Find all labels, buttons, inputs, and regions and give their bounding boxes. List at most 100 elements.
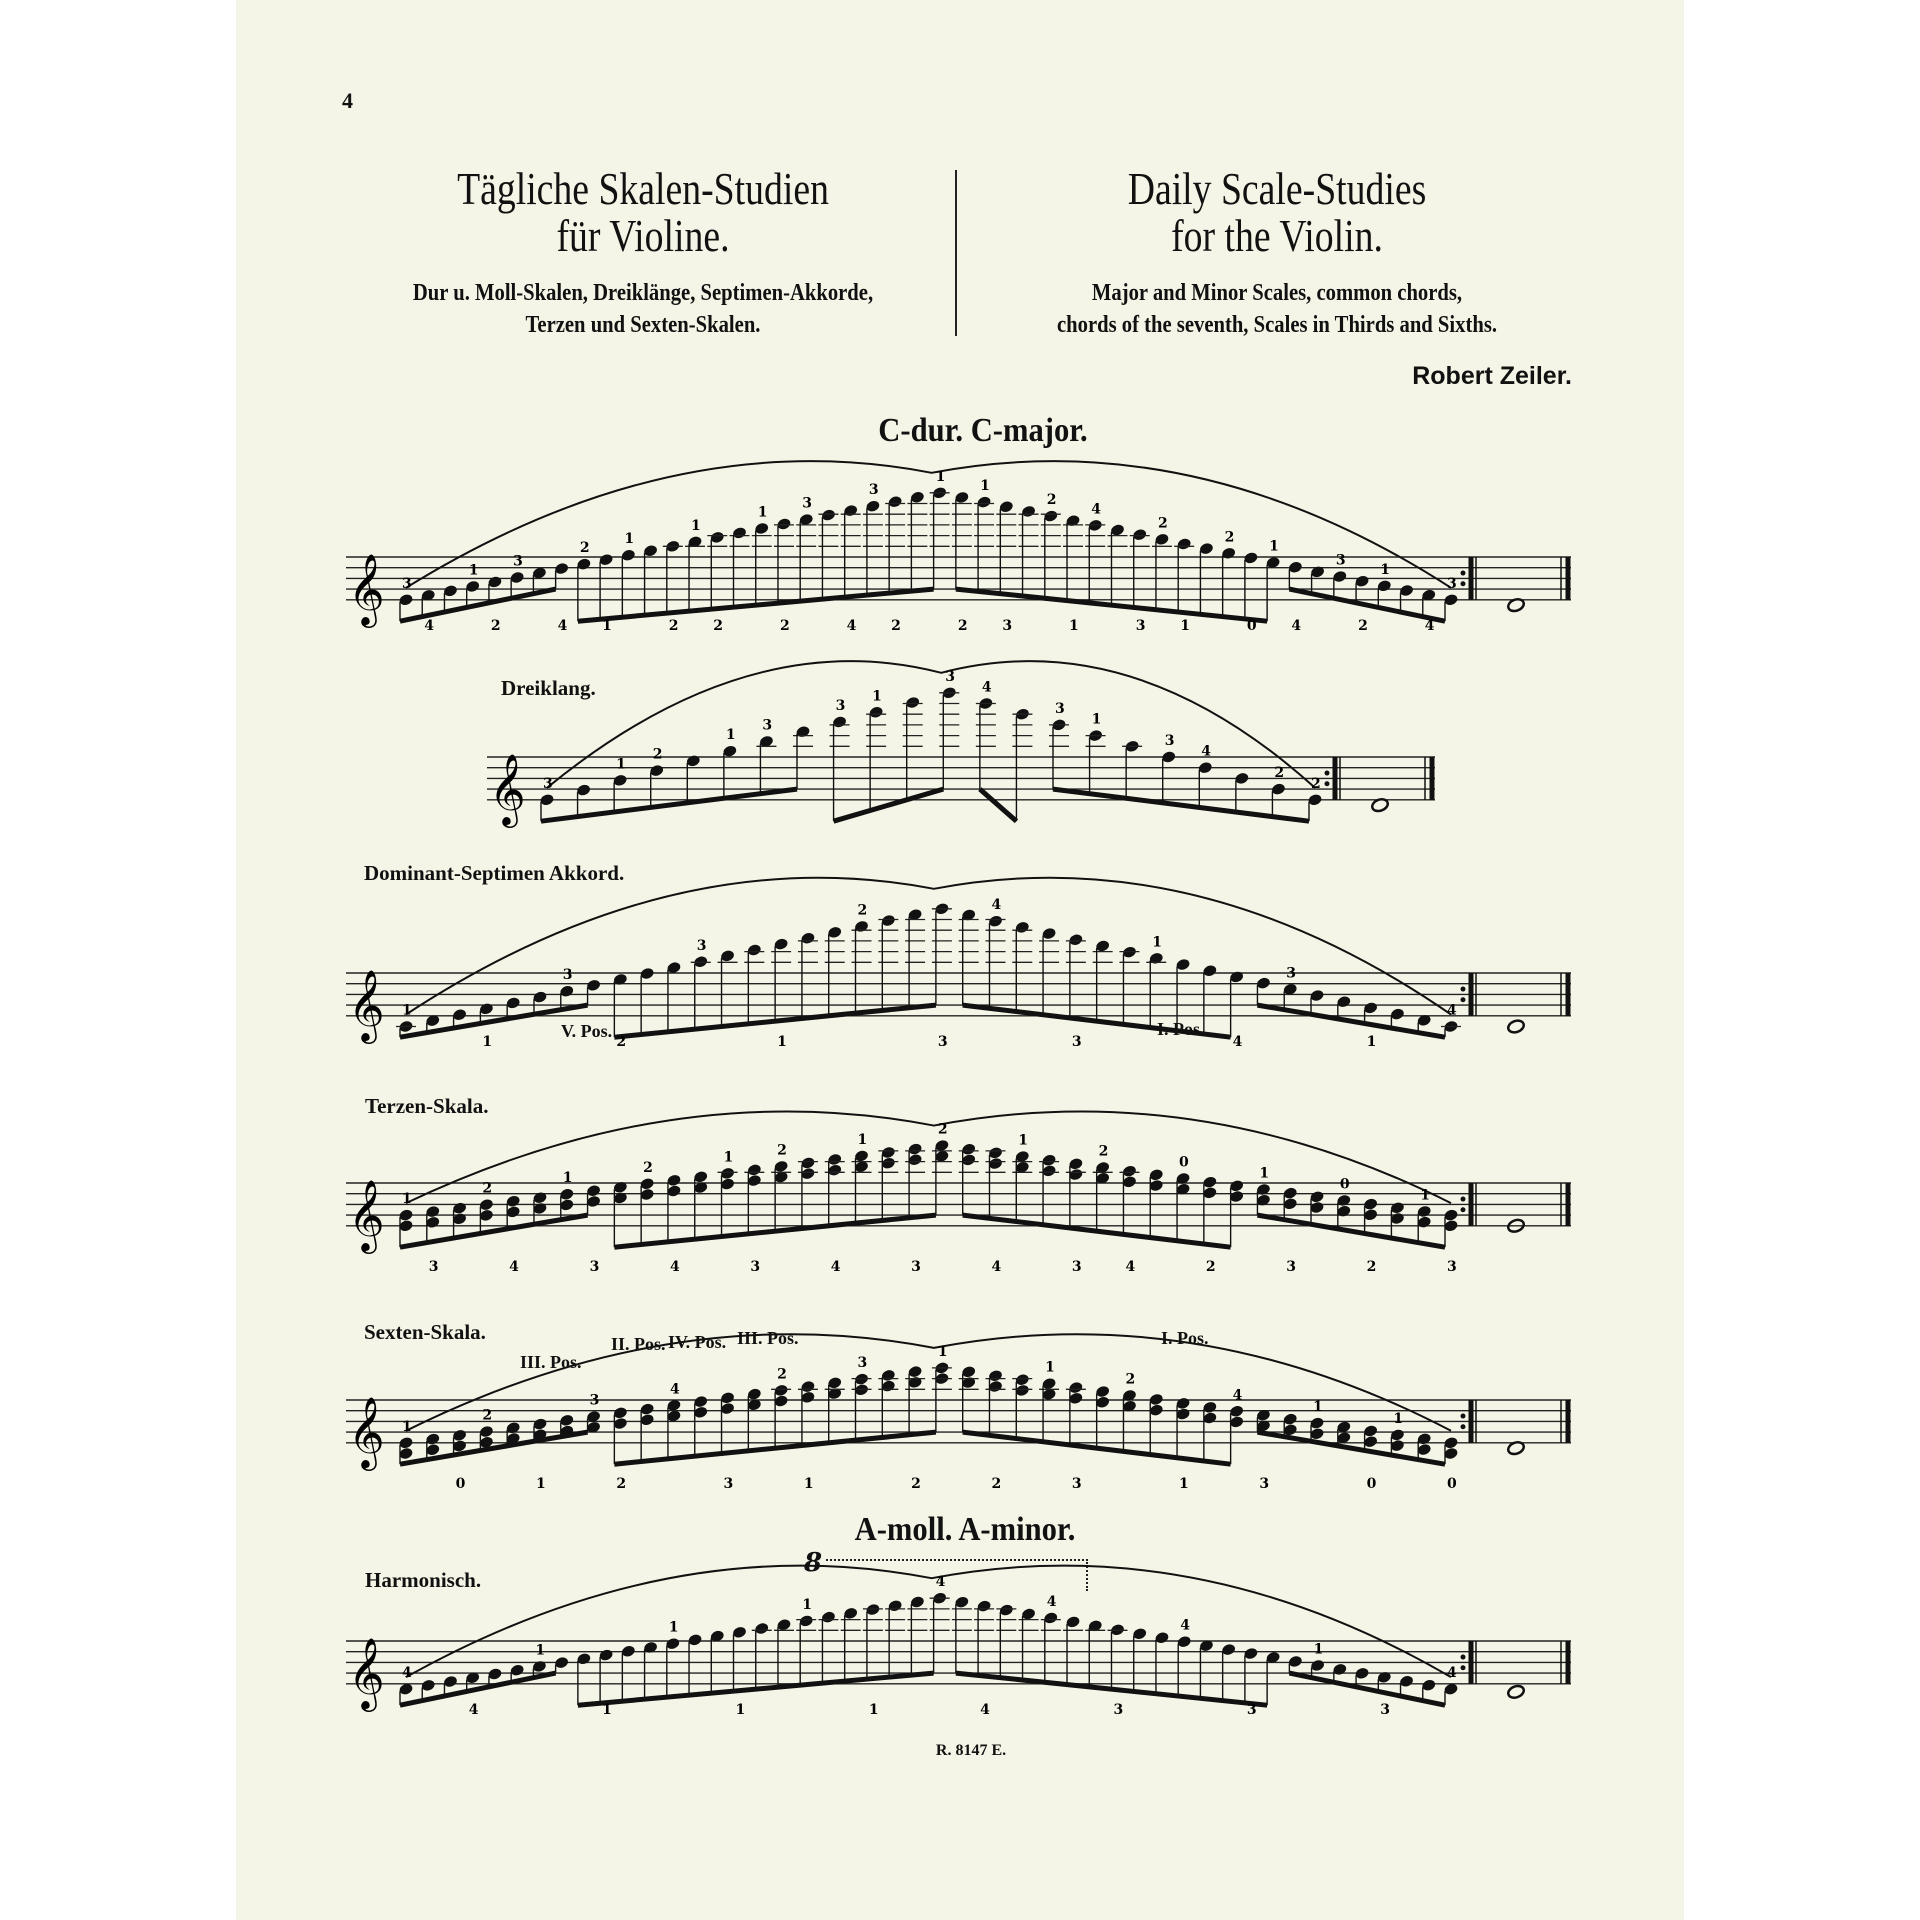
note-head <box>613 775 627 786</box>
fingering-number: 2 <box>482 1181 492 1197</box>
final-note <box>1507 1218 1525 1233</box>
fingering-number: 1 <box>402 1191 412 1207</box>
fingering-number: 2 <box>1206 1259 1216 1275</box>
note-head <box>1015 1162 1029 1173</box>
fingering-number: 1 <box>1045 1360 1055 1376</box>
note-head <box>911 492 924 503</box>
note-head <box>1222 548 1236 559</box>
note-head <box>587 1422 600 1433</box>
note-head <box>1391 1429 1404 1441</box>
beam <box>399 586 557 624</box>
note-head <box>1266 1652 1280 1663</box>
note-head <box>774 1395 788 1407</box>
fingering-number: 1 <box>624 531 634 547</box>
section-heading-c-major: C-dur. C-major. <box>878 412 1088 449</box>
note-head <box>733 1627 746 1638</box>
note-head <box>1444 594 1458 605</box>
fingering-number: 2 <box>858 902 868 918</box>
final-note <box>1371 798 1389 813</box>
fingering-number: 3 <box>590 1393 600 1409</box>
fingering-number: 1 <box>980 478 990 494</box>
note-head <box>710 532 724 543</box>
note-head <box>955 492 969 503</box>
composer-name: Robert Zeiler. <box>1412 362 1572 390</box>
fingering-number: 2 <box>669 618 679 634</box>
fingering-number: 1 <box>802 1597 812 1613</box>
note-head <box>577 1653 591 1665</box>
fingering-number: 2 <box>938 1122 948 1138</box>
fingering-number: 3 <box>1113 1702 1123 1718</box>
note-head <box>1123 1176 1136 1188</box>
slur <box>405 1564 1452 1679</box>
note-head <box>1176 1398 1190 1409</box>
fingering-number: 3 <box>750 1259 760 1275</box>
note-head <box>399 1437 413 1448</box>
note-head <box>1149 1169 1163 1181</box>
note-head <box>510 572 524 583</box>
fingering-number: 4 <box>558 618 568 634</box>
note-head <box>599 1649 613 1661</box>
note-head <box>1257 1420 1270 1432</box>
note-head <box>1042 1378 1056 1389</box>
note-head <box>822 509 835 521</box>
subtitle-english-line1: Major and Minor Scales, common chords, <box>1091 280 1463 306</box>
note-head <box>935 1151 949 1162</box>
note-head <box>755 523 769 534</box>
fingering-number: 1 <box>936 469 946 485</box>
fingering-number: 4 <box>991 897 1001 913</box>
note-head <box>1391 1202 1404 1213</box>
fingering-number: 4 <box>1291 618 1301 634</box>
note-head <box>721 950 734 962</box>
fingering-number: 4 <box>991 1259 1001 1275</box>
note-head <box>796 726 810 737</box>
note-head <box>533 1418 547 1430</box>
note-head <box>721 1178 734 1190</box>
note-head <box>1337 996 1351 1007</box>
note-head <box>614 1407 627 1419</box>
fingering-number: 4 <box>1091 501 1101 517</box>
note-head <box>999 501 1013 512</box>
treble-clef-icon: 𝄞 <box>348 1636 385 1712</box>
fingering-number: 0 <box>1367 1476 1377 1492</box>
note-head <box>1364 1209 1377 1221</box>
ottava-marking: 8 <box>804 1548 823 1578</box>
repeat-dot <box>1460 986 1466 992</box>
beam <box>1257 1002 1446 1040</box>
note-head <box>1203 1402 1217 1413</box>
fingering-number: 2 <box>616 1476 626 1492</box>
note-head <box>1096 1397 1110 1408</box>
fingering-number: 2 <box>653 747 663 763</box>
note-head <box>1244 552 1258 564</box>
note-head <box>640 1178 654 1190</box>
note-head <box>1272 783 1285 795</box>
note-head <box>844 1608 858 1619</box>
note-head <box>721 1392 734 1404</box>
repeat-dot <box>1460 1665 1466 1671</box>
note-head <box>1200 1640 1213 1651</box>
note-head <box>1162 751 1176 763</box>
note-head <box>466 581 480 592</box>
fingering-number: 4 <box>509 1259 519 1275</box>
note-head <box>506 1433 520 1444</box>
note-head <box>908 1366 922 1377</box>
note-head <box>866 1604 880 1615</box>
note-head <box>908 1377 922 1388</box>
note-head <box>1364 1002 1377 1014</box>
section-heading-a-minor: A-moll. A-minor. <box>854 1511 1076 1548</box>
beam <box>962 1002 1231 1040</box>
note-head <box>1422 589 1436 601</box>
beam <box>399 1429 588 1467</box>
note-head <box>644 1642 657 1653</box>
note-head <box>747 944 761 956</box>
note-head <box>908 1154 922 1165</box>
note-head <box>426 1433 440 1445</box>
note-head <box>1289 562 1302 573</box>
note-head <box>640 1189 654 1200</box>
ottava-bracket <box>826 1559 1088 1591</box>
note-head <box>962 1144 976 1155</box>
fingering-number: 3 <box>1336 553 1346 569</box>
treble-clef-icon: 𝄞 <box>348 552 385 628</box>
repeat-dot <box>1460 997 1466 1003</box>
repeat-dot <box>1460 1413 1466 1419</box>
